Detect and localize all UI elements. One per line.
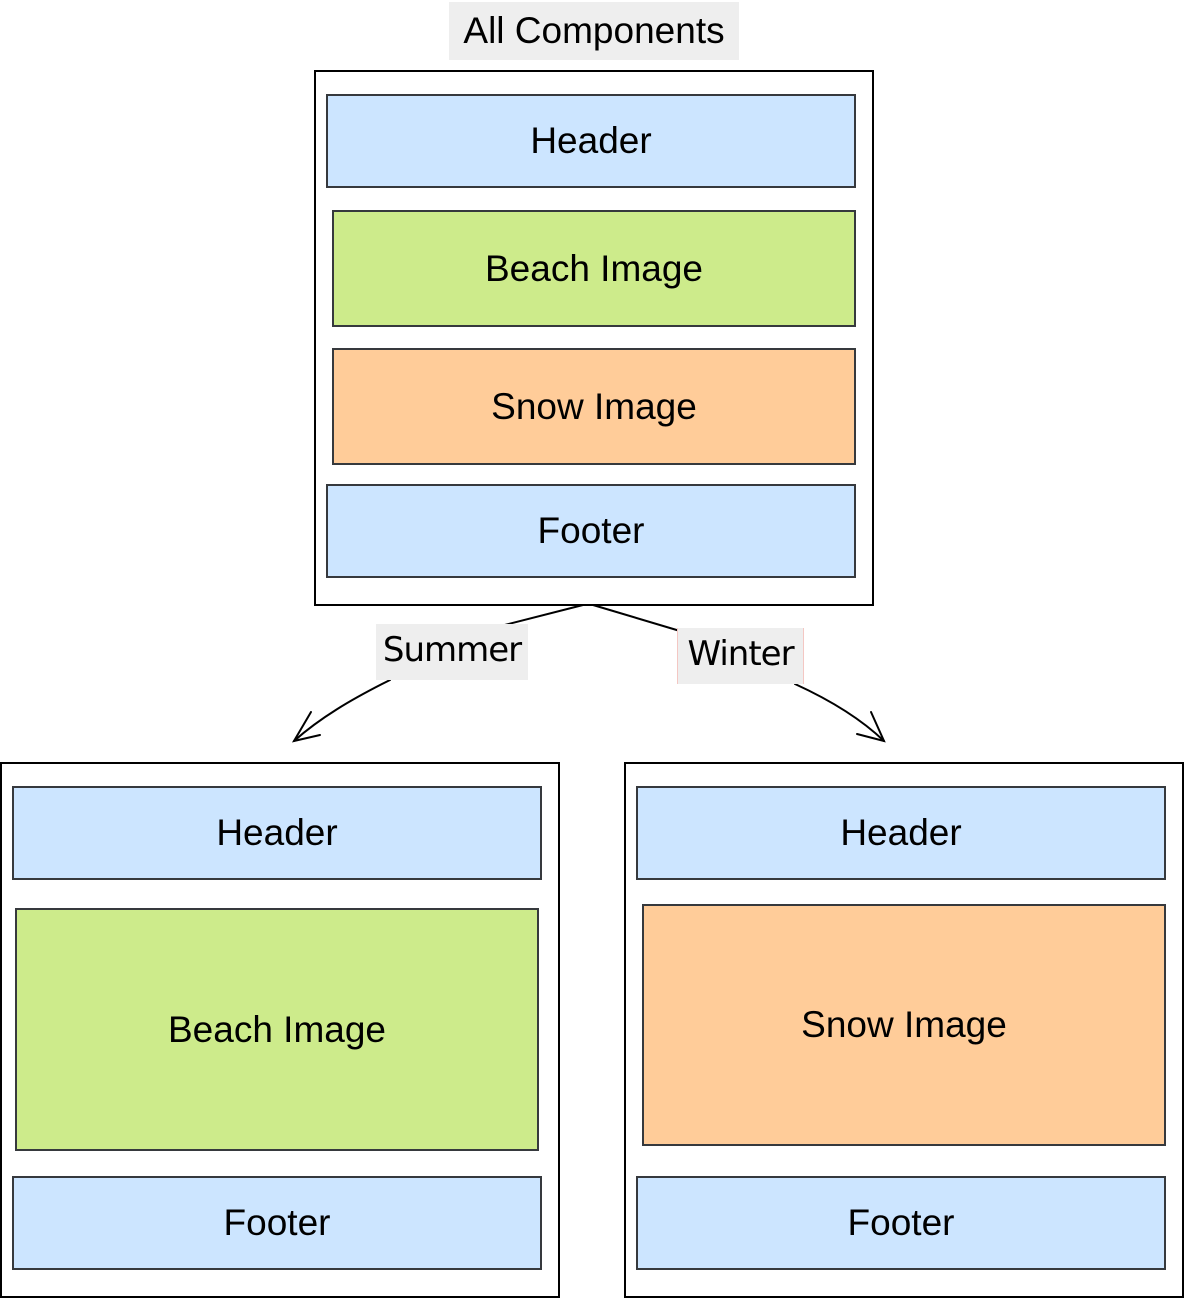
source-beach-image-block: Beach Image	[332, 210, 856, 327]
summer-beach-image-block: Beach Image	[15, 908, 539, 1151]
source-snow-image-block: Snow Image	[332, 348, 856, 465]
summer-header-block: Header	[12, 786, 542, 880]
summer-footer-block: Footer	[12, 1176, 542, 1270]
summer-arrowhead-icon	[291, 711, 321, 743]
winter-edge-label: Winter	[677, 628, 804, 684]
winter-arrowhead-icon	[856, 711, 886, 743]
diagram-title: All Components	[449, 2, 739, 60]
source-header-block: Header	[326, 94, 856, 188]
winter-footer-block: Footer	[636, 1176, 1166, 1270]
winter-header-block: Header	[636, 786, 1166, 880]
summer-edge-label: Summer	[376, 624, 528, 680]
source-footer-block: Footer	[326, 484, 856, 578]
winter-snow-image-block: Snow Image	[642, 904, 1166, 1146]
